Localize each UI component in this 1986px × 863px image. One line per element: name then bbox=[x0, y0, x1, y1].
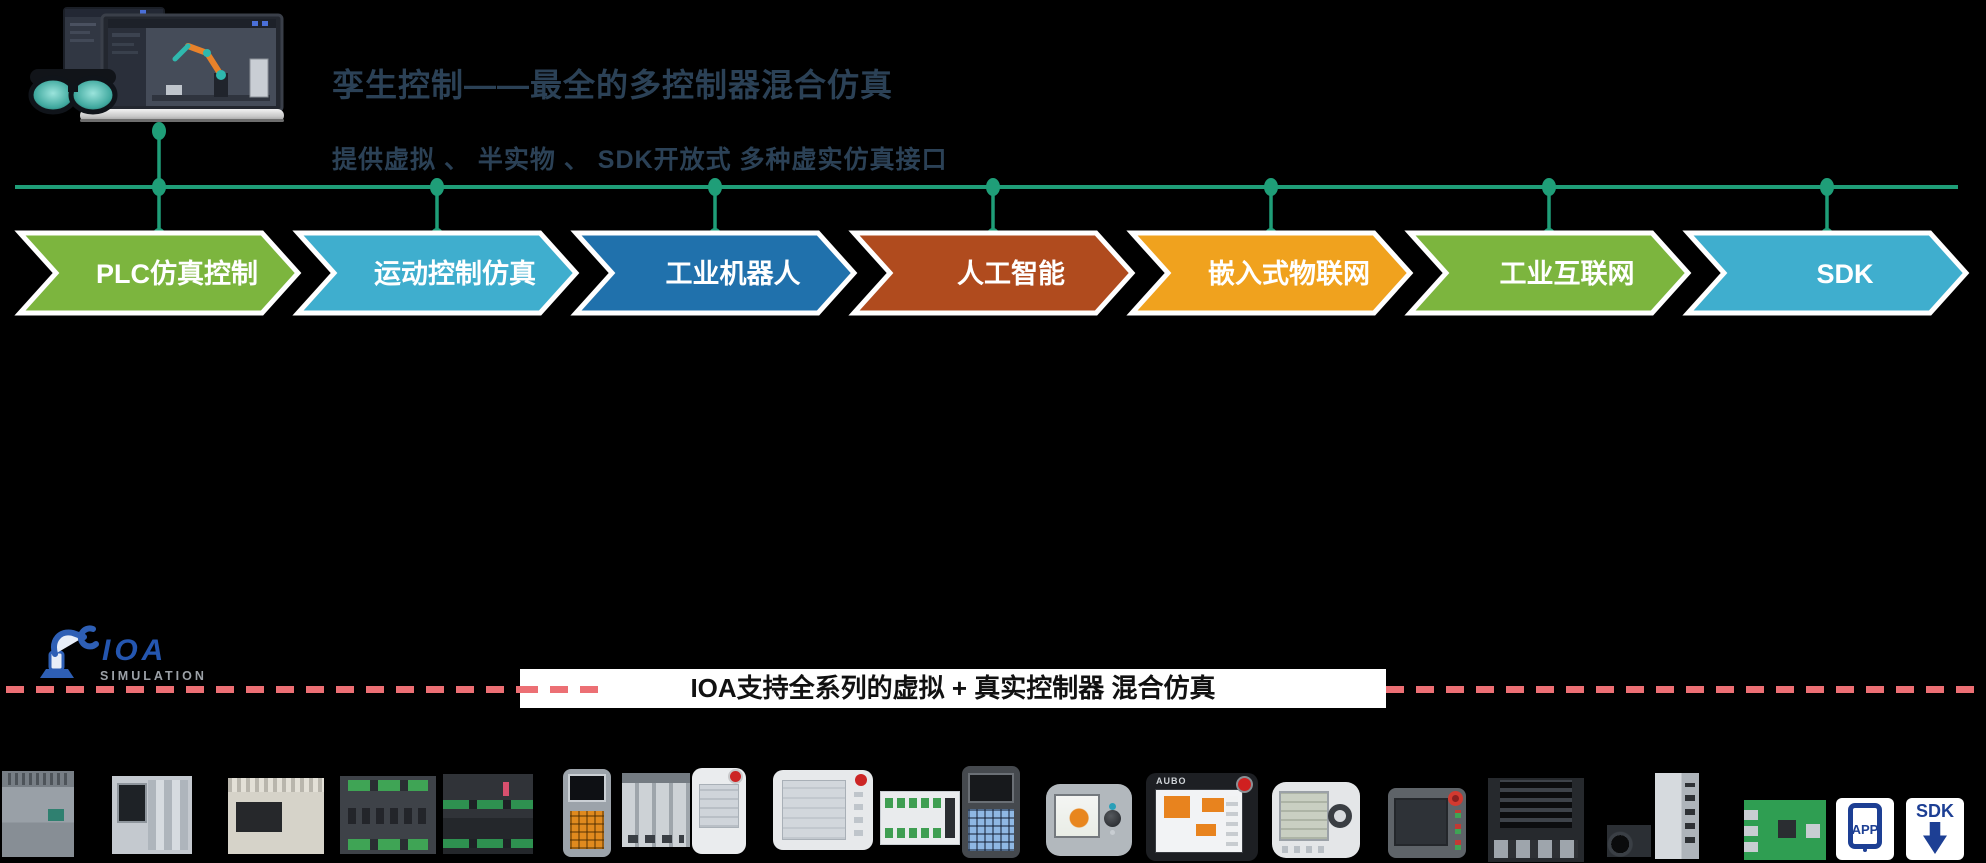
chevron-industrial-internet bbox=[1404, 230, 1692, 316]
chevron-embedded-iot bbox=[1126, 230, 1414, 316]
banner-text: IOA支持全系列的虚拟 + 真实控制器 混合仿真 bbox=[690, 673, 1216, 703]
handheld-teach-pendant-image bbox=[563, 769, 611, 857]
sdk-icon-label: SDK bbox=[1915, 801, 1954, 821]
chevron-label-sdk: SDK bbox=[1816, 259, 1874, 289]
jetson-dev-board-image bbox=[1488, 778, 1584, 862]
vr-glasses-icon bbox=[28, 69, 118, 115]
abb-flexpendant-image bbox=[1046, 784, 1132, 856]
chevron-label-iot: 嵌入式物联网 bbox=[1208, 259, 1370, 289]
siemens-s7-1200-plc-image bbox=[2, 771, 74, 857]
banner-dash-overlay bbox=[520, 686, 600, 693]
chevron-sdk bbox=[1682, 230, 1970, 316]
servo-drive-stack-image bbox=[622, 773, 690, 847]
chevron-label-plc: PLC仿真控制 bbox=[96, 259, 258, 289]
laptop-base bbox=[80, 109, 284, 122]
chevron-motion-control bbox=[292, 230, 580, 316]
chevron-industrial-robot bbox=[570, 230, 858, 316]
raspberry-pi-board-image bbox=[1744, 800, 1826, 860]
aubo-teach-pendant-image: AUBO bbox=[1146, 773, 1258, 861]
device-gallery: AUBO APP SDK bbox=[0, 760, 1986, 863]
mitsubishi-fx-plc-image bbox=[228, 778, 324, 854]
motion-io-controller-image bbox=[340, 776, 436, 854]
aubo-brand-label: AUBO bbox=[1156, 776, 1187, 786]
page-subtitle: 提供虚拟 、 半实物 、 SDK开放式 多种虚实仿真接口 bbox=[332, 146, 948, 174]
stacked-pcb-controller-image bbox=[443, 774, 533, 854]
chevron-label-internet: 工业互联网 bbox=[1500, 259, 1635, 289]
fanuc-teach-pendant-image bbox=[962, 766, 1020, 858]
digital-twin-laptop-illustration bbox=[28, 7, 284, 122]
page-title: 孪生控制——最全的多控制器混合仿真 bbox=[332, 67, 894, 103]
chevron-plc-simulation bbox=[14, 230, 302, 316]
chevron-ai bbox=[848, 230, 1136, 316]
chevron-label-ai: 人工智能 bbox=[957, 258, 1065, 289]
chevron-labels: PLC仿真控制 运动控制仿真 工业机器人 人工智能 嵌入式物联网 工业互联网 S… bbox=[96, 258, 1874, 289]
logo-name-text: IOA bbox=[102, 634, 167, 667]
ioa-logo: IOA SIMULATION bbox=[40, 625, 207, 683]
banner: IOA支持全系列的虚拟 + 真实控制器 混合仿真 bbox=[520, 669, 1386, 708]
vision-camera-controller-image bbox=[1607, 773, 1705, 863]
hmi-touch-panel-image bbox=[1388, 788, 1466, 858]
robot-arm-icon bbox=[40, 625, 99, 678]
din-rail-io-module-image bbox=[880, 791, 960, 845]
sdk-download-icon: SDK bbox=[1906, 798, 1964, 860]
app-download-icon: APP bbox=[1836, 798, 1894, 860]
compact-teach-pendant-image bbox=[692, 768, 746, 854]
chevron-label-robot: 工业机器人 bbox=[666, 259, 801, 289]
logo-subtitle-text: SIMULATION bbox=[100, 669, 207, 683]
siemens-s7-1500-plc-image bbox=[112, 776, 192, 854]
chevron-label-motion: 运动控制仿真 bbox=[374, 259, 536, 289]
keba-teach-pendant-image bbox=[1272, 782, 1360, 858]
robot-teach-pendant-image bbox=[773, 770, 873, 850]
app-icon-label: APP bbox=[1851, 822, 1879, 837]
